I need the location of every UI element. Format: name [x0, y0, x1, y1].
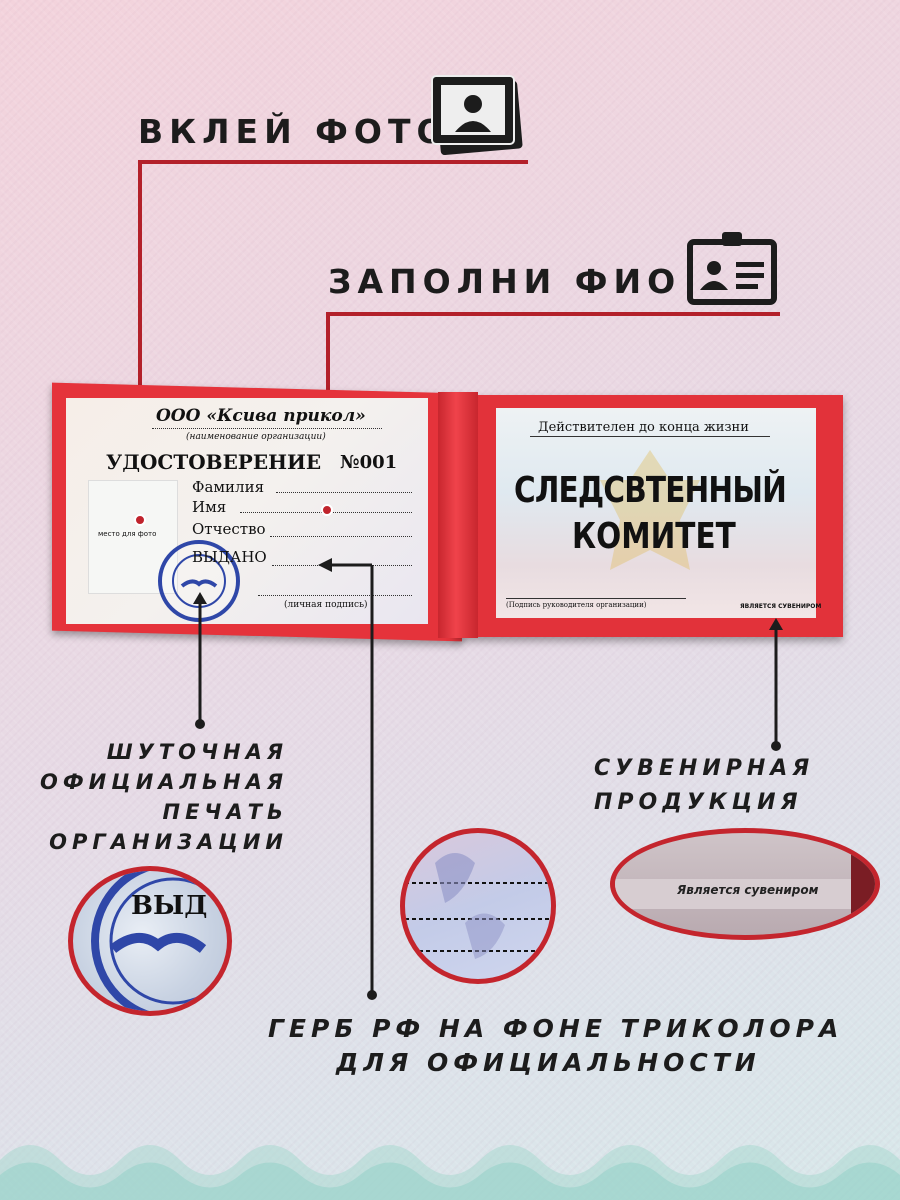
stamp-pointer — [193, 592, 207, 729]
field-name: Имя — [192, 498, 227, 516]
card-right-title-1: СЛЕДСВТЕННЫЙ — [514, 470, 787, 511]
callout-souvenir-1: СУВЕНИРНАЯ — [594, 756, 815, 781]
valid-underline — [530, 436, 770, 437]
signature-caption: (личная подпись) — [284, 600, 368, 610]
souvenir-pointer — [769, 618, 783, 751]
callout-stamp-4: ОРГАНИЗАЦИИ — [49, 830, 288, 854]
callout-stamp-1: ШУТОЧНАЯ — [106, 740, 288, 764]
field-patronymic: Отчество — [192, 520, 266, 538]
callout-souvenir-2: ПРОДУКЦИЯ — [594, 790, 803, 815]
photo-caption: место для фото — [98, 530, 157, 538]
coat-pointer — [318, 558, 377, 1000]
zoom-souvenir-text: Является сувениром — [677, 883, 819, 897]
photo-marker — [134, 514, 146, 526]
callout-stamp-2: ОФИЦИАЛЬНАЯ — [39, 770, 288, 794]
callout-coat-2: ДЛЯ ОФИЦИАЛЬНОСТИ — [336, 1048, 761, 1077]
org-underline — [152, 428, 382, 429]
card-right-page — [496, 408, 816, 618]
card-number: №001 — [340, 452, 398, 473]
souvenir-note: ЯВЛЯЕТСЯ СУВЕНИРОМ — [740, 603, 822, 610]
decorative-wave — [0, 1145, 900, 1200]
booklet-spine — [438, 392, 478, 638]
field-surname: Фамилия — [192, 478, 265, 496]
photo-line-v — [138, 160, 142, 520]
field-patronymic-line — [270, 536, 412, 537]
zoom-coat — [400, 828, 556, 984]
card-right-title-2: КОМИТЕТ — [572, 516, 736, 557]
photo-line-h — [138, 160, 528, 164]
org-caption: (наименование организации) — [186, 432, 326, 442]
boss-sign-line — [506, 598, 686, 599]
fio-marker — [321, 504, 333, 516]
field-issued: ВЫДАНО — [192, 548, 267, 566]
photo-icon — [431, 75, 523, 156]
card-title: УДОСТОВЕРЕНИЕ — [106, 450, 322, 474]
callout-coat-1: ГЕРБ РФ НА ФОНЕ ТРИКОЛОРА — [268, 1014, 844, 1043]
callout-stamp-3: ПЕЧАТЬ — [162, 800, 288, 824]
callout-photo: ВКЛЕЙ ФОТО — [138, 112, 451, 151]
field-surname-line — [276, 492, 412, 493]
signature-line — [258, 595, 412, 596]
zoom-souvenir: Является сувениром — [610, 828, 880, 940]
fio-line-h — [326, 312, 780, 316]
callout-fio: ЗАПОЛНИ ФИО — [328, 262, 682, 301]
id-badge-icon — [687, 232, 777, 305]
boss-sign-caption: (Подпись руководителя организации) — [506, 601, 647, 609]
coat-of-arms-icon — [600, 450, 700, 570]
valid-text: Действителен до конца жизни — [538, 420, 749, 435]
zoom-stamp-text: ВЫД — [131, 891, 208, 921]
org-name: ООО «Ксива прикол» — [156, 406, 366, 426]
zoom-stamp: ВЫД — [68, 866, 232, 1016]
